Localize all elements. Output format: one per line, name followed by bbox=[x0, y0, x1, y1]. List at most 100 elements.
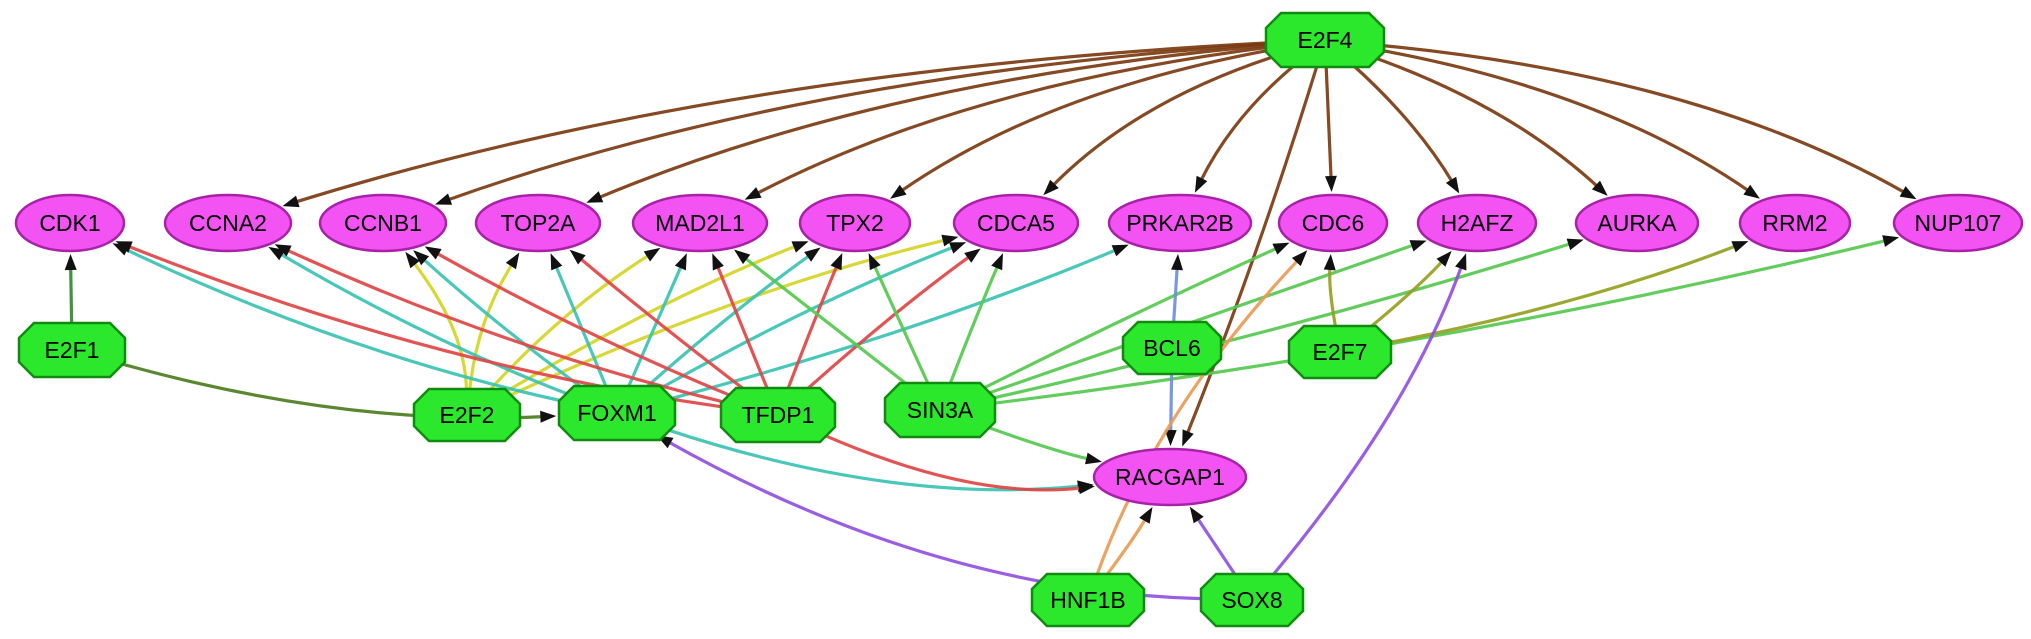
node-HNF1B[interactable]: HNF1B bbox=[1030, 572, 1146, 628]
node-CCNB1[interactable]: CCNB1 bbox=[318, 193, 448, 253]
arrowhead-E2F2-CCNB1 bbox=[405, 251, 420, 269]
arrowhead-FOXM1-CDCA5 bbox=[949, 242, 967, 254]
node-E2F1[interactable]: E2F1 bbox=[17, 321, 127, 379]
node-label-RRM2: RRM2 bbox=[1762, 210, 1827, 236]
arrowhead-FOXM1-TPX2 bbox=[804, 247, 821, 262]
edge-FOXM1-CDCA5 bbox=[652, 245, 956, 394]
tf-octagon-HNF1B[interactable] bbox=[1030, 572, 1146, 628]
node-label-SIN3A: SIN3A bbox=[907, 397, 974, 423]
gene-ellipse-TPX2[interactable] bbox=[798, 193, 912, 253]
node-MAD2L1[interactable]: MAD2L1 bbox=[631, 193, 769, 253]
arrowhead-HNF1B-RACGAP1 bbox=[1139, 507, 1153, 524]
node-CDCA5[interactable]: CDCA5 bbox=[952, 193, 1080, 253]
edge-E2F4-CCNB1 bbox=[445, 42, 1269, 202]
edge-SOX8-RACGAP1 bbox=[1195, 515, 1238, 577]
arrowhead-TFDP1-RACGAP1 bbox=[1078, 482, 1095, 495]
tf-octagon-E2F7[interactable] bbox=[1287, 324, 1393, 380]
arrowhead-E2F4-H2AFZ bbox=[1445, 176, 1460, 194]
arrowhead-FOXM1-TOP2A bbox=[550, 253, 563, 271]
tf-octagon-E2F4[interactable] bbox=[1264, 11, 1386, 69]
edge-SIN3A-AURKA bbox=[988, 241, 1573, 401]
edge-E2F7-H2AFZ bbox=[1365, 259, 1445, 332]
node-TFDP1[interactable]: TFDP1 bbox=[719, 386, 837, 444]
gene-ellipse-RACGAP1[interactable] bbox=[1092, 447, 1248, 507]
tf-octagon-TFDP1[interactable] bbox=[719, 386, 837, 444]
edge-E2F4-RRM2 bbox=[1378, 48, 1751, 193]
gene-ellipse-H2AFZ[interactable] bbox=[1416, 193, 1538, 253]
edge-E2F4-NUP107 bbox=[1381, 44, 1907, 195]
tf-octagon-SOX8[interactable] bbox=[1199, 572, 1305, 628]
arrowhead-E2F7-H2AFZ bbox=[1436, 250, 1452, 267]
node-RRM2[interactable]: RRM2 bbox=[1738, 193, 1852, 253]
node-SOX8[interactable]: SOX8 bbox=[1199, 572, 1305, 628]
arrowhead-E2F4-RRM2 bbox=[1743, 184, 1760, 199]
node-TOP2A[interactable]: TOP2A bbox=[474, 193, 602, 253]
node-E2F7[interactable]: E2F7 bbox=[1287, 324, 1393, 380]
node-E2F4[interactable]: E2F4 bbox=[1264, 11, 1386, 69]
node-CDC6[interactable]: CDC6 bbox=[1277, 193, 1389, 253]
tf-octagon-SIN3A[interactable] bbox=[883, 381, 997, 439]
node-PRKAR2B[interactable]: PRKAR2B bbox=[1107, 193, 1253, 253]
arrowhead-E2F1-CDK1 bbox=[64, 254, 77, 271]
arrowhead-E2F7-CDC6 bbox=[1323, 254, 1336, 271]
edge-SIN3A-CDCA5 bbox=[948, 263, 1000, 386]
edge-TFDP1-RACGAP1 bbox=[818, 431, 1084, 492]
edge-SIN3A-RACGAP1 bbox=[982, 424, 1091, 461]
node-TPX2[interactable]: TPX2 bbox=[798, 193, 912, 253]
node-label-E2F4: E2F4 bbox=[1298, 27, 1353, 53]
gene-ellipse-CDK1[interactable] bbox=[14, 193, 126, 253]
edge-E2F4-RACGAP1 bbox=[1185, 65, 1319, 436]
node-label-CDC6: CDC6 bbox=[1302, 210, 1365, 236]
gene-ellipse-CCNB1[interactable] bbox=[318, 193, 448, 253]
node-label-RACGAP1: RACGAP1 bbox=[1115, 464, 1225, 490]
arrowhead-SOX8-H2AFZ bbox=[1455, 253, 1467, 271]
edge-E2F4-CDCA5 bbox=[1050, 54, 1279, 188]
edge-TFDP1-CCNA2 bbox=[284, 248, 729, 405]
node-NUP107[interactable]: NUP107 bbox=[1892, 193, 2024, 253]
node-label-CDK1: CDK1 bbox=[39, 210, 100, 236]
gene-ellipse-RRM2[interactable] bbox=[1738, 193, 1852, 253]
node-H2AFZ[interactable]: H2AFZ bbox=[1416, 193, 1538, 253]
gene-ellipse-CDC6[interactable] bbox=[1277, 193, 1389, 253]
arrowhead-E2F4-MAD2L1 bbox=[744, 187, 762, 200]
edge-BCL6-RACGAP1 bbox=[1169, 372, 1174, 435]
tf-octagon-E2F1[interactable] bbox=[17, 321, 127, 379]
edge-E2F4-AURKA bbox=[1369, 55, 1600, 189]
node-E2F2[interactable]: E2F2 bbox=[412, 387, 522, 443]
node-RACGAP1[interactable]: RACGAP1 bbox=[1092, 447, 1248, 507]
arrowhead-E2F2-MAD2L1 bbox=[643, 247, 661, 262]
node-AURKA[interactable]: AURKA bbox=[1574, 193, 1700, 253]
gene-ellipse-TOP2A[interactable] bbox=[474, 193, 602, 253]
arrowhead-E2F4-CDCA5 bbox=[1043, 179, 1059, 196]
tf-octagon-FOXM1[interactable] bbox=[557, 384, 677, 442]
node-BCL6[interactable]: BCL6 bbox=[1121, 320, 1223, 376]
edge-E2F4-TPX2 bbox=[899, 48, 1272, 193]
edge-FOXM1-CCNB1 bbox=[421, 257, 588, 392]
gene-ellipse-CDCA5[interactable] bbox=[952, 193, 1080, 253]
arrowhead-SIN3A-CDC6 bbox=[1272, 242, 1290, 255]
gene-ellipse-CCNA2[interactable] bbox=[163, 193, 293, 253]
arrowhead-FOXM1-MAD2L1 bbox=[674, 253, 687, 271]
tf-octagon-BCL6[interactable] bbox=[1121, 320, 1223, 376]
edge-FOXM1-CCNA2 bbox=[278, 251, 574, 398]
node-CDK1[interactable]: CDK1 bbox=[14, 193, 126, 253]
gene-ellipse-MAD2L1[interactable] bbox=[631, 193, 769, 253]
node-label-TPX2: TPX2 bbox=[826, 210, 884, 236]
edges-layer bbox=[64, 41, 1917, 601]
node-SIN3A[interactable]: SIN3A bbox=[883, 381, 997, 439]
node-label-FOXM1: FOXM1 bbox=[577, 400, 656, 426]
gene-ellipse-AURKA[interactable] bbox=[1574, 193, 1700, 253]
tf-octagon-E2F2[interactable] bbox=[412, 387, 522, 443]
arrowhead-E2F4-CDC6 bbox=[1325, 175, 1337, 192]
node-label-CDCA5: CDCA5 bbox=[977, 210, 1055, 236]
arrowhead-E2F4-NUP107 bbox=[1899, 186, 1917, 200]
gene-ellipse-NUP107[interactable] bbox=[1892, 193, 2024, 253]
arrowhead-TFDP1-CCNA2 bbox=[274, 244, 292, 257]
gene-ellipse-PRKAR2B[interactable] bbox=[1107, 193, 1253, 253]
node-FOXM1[interactable]: FOXM1 bbox=[557, 384, 677, 442]
edge-E2F2-TOP2A bbox=[468, 261, 515, 391]
node-label-HNF1B: HNF1B bbox=[1050, 587, 1125, 613]
node-CCNA2[interactable]: CCNA2 bbox=[163, 193, 293, 253]
